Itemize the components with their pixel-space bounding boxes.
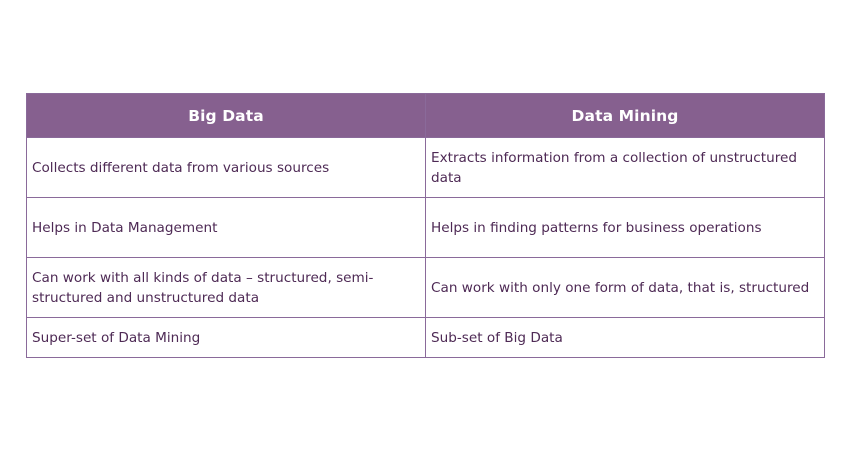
header-data-mining: Data Mining [425,93,825,138]
comparison-table: Big Data Data Mining Collects different … [26,93,825,358]
cell-data-mining: Extracts information from a collection o… [425,137,825,198]
table-header: Big Data Data Mining [26,93,825,138]
cell-data-mining: Can work with only one form of data, tha… [425,257,825,318]
header-row: Big Data Data Mining [26,93,825,138]
table-row: Helps in Data Management Helps in findin… [26,197,825,258]
table-row: Collects different data from various sou… [26,137,825,198]
table-row: Super-set of Data Mining Sub-set of Big … [26,317,825,358]
header-big-data: Big Data [26,93,426,138]
table-row: Can work with all kinds of data – struct… [26,257,825,318]
cell-big-data: Collects different data from various sou… [26,137,426,198]
cell-big-data: Helps in Data Management [26,197,426,258]
cell-data-mining: Helps in finding patterns for business o… [425,197,825,258]
cell-data-mining: Sub-set of Big Data [425,317,825,358]
cell-big-data: Can work with all kinds of data – struct… [26,257,426,318]
cell-big-data: Super-set of Data Mining [26,317,426,358]
table-body: Collects different data from various sou… [26,137,825,358]
